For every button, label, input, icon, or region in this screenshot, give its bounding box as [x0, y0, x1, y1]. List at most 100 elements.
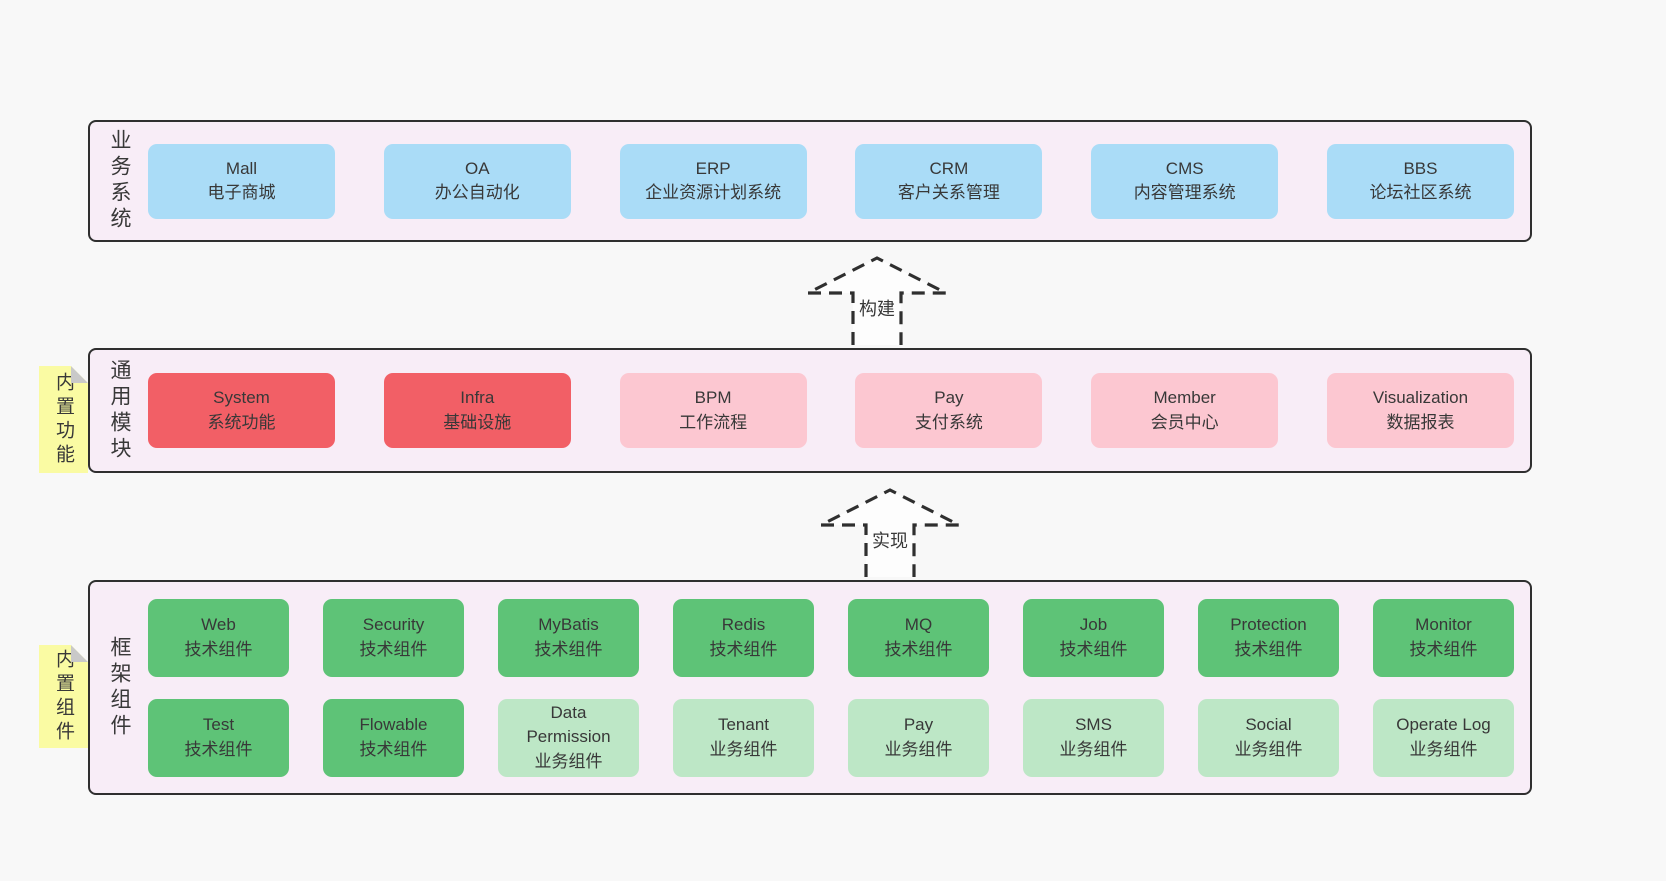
- box-title-en: Redis: [721, 615, 766, 635]
- box-title-en: Protection: [1230, 615, 1307, 635]
- box-title-zh: 电子商城: [207, 183, 276, 202]
- box-mq: MQ 技术组件: [848, 598, 989, 677]
- box-title-zh: 技术组件: [709, 639, 778, 659]
- box-mybatis: MyBatis 技术组件: [498, 598, 639, 677]
- box-web: Web 技术组件: [148, 598, 289, 677]
- box-bpm: BPM 工作流程: [619, 373, 807, 448]
- box-title-zh: 企业资源计划系统: [645, 183, 782, 202]
- box-title-zh: 业务组件: [534, 751, 603, 771]
- box-sms: SMS 业务组件: [1023, 698, 1164, 777]
- box-title-en: Infra: [460, 388, 495, 408]
- box-member: Member 会员中心: [1091, 373, 1279, 448]
- box-pay: Pay 支付系统: [855, 373, 1043, 448]
- box-title-en: MQ: [904, 615, 933, 635]
- panel-title: 业务系统: [108, 129, 131, 233]
- implement-arrow: 实现: [815, 487, 965, 577]
- builtin-functions-tag: 内置功能: [39, 366, 88, 473]
- box-oa: OA 办公自动化: [383, 143, 571, 219]
- box-title-en: Mall: [225, 158, 258, 178]
- tag-label: 内置组件: [53, 648, 74, 745]
- box-title-zh: 办公自动化: [434, 183, 520, 202]
- box-title-en: Security: [362, 615, 425, 635]
- box-title-zh: 技术组件: [359, 739, 428, 759]
- box-title-en: Data Permission: [526, 703, 611, 747]
- box-title-en: Member: [1153, 388, 1216, 408]
- box-title-zh: 业务组件: [1409, 739, 1478, 759]
- box-title-en: Test: [202, 715, 235, 735]
- box-data-permission: Data Permission 业务组件: [498, 698, 639, 777]
- box-title-zh: 技术组件: [1409, 639, 1478, 659]
- box-visualization: Visualization 数据报表: [1326, 373, 1514, 448]
- framework-row-1: Web 技术组件 Security 技术组件 MyBatis 技术组件 Redi…: [148, 598, 1514, 677]
- box-title-en: SMS: [1075, 715, 1112, 735]
- framework-row-2: Test 技术组件 Flowable 技术组件 Data Permission …: [148, 698, 1514, 777]
- box-social: Social 业务组件: [1198, 698, 1339, 777]
- box-title-en: System: [213, 388, 270, 408]
- tag-label: 内置功能: [53, 371, 74, 468]
- arrow-label: 构建: [856, 295, 898, 321]
- box-title-zh: 技术组件: [359, 639, 428, 659]
- box-title-zh: 技术组件: [1234, 639, 1303, 659]
- box-title-zh: 业务组件: [884, 739, 953, 759]
- box-operate-log: Operate Log 业务组件: [1373, 698, 1514, 777]
- box-mall: Mall 电子商城: [148, 143, 335, 219]
- box-title-en: Operate Log: [1396, 715, 1491, 735]
- box-title-en: BPM: [694, 388, 732, 408]
- box-title-en: Job: [1079, 615, 1108, 635]
- box-title-zh: 业务组件: [709, 739, 778, 759]
- box-title-en: OA: [465, 158, 490, 178]
- box-title-zh: 论坛社区系统: [1369, 183, 1472, 202]
- box-erp: ERP 企业资源计划系统: [619, 143, 807, 219]
- box-title-en: Web: [201, 615, 236, 635]
- box-title-zh: 技术组件: [184, 639, 253, 659]
- build-arrow: 构建: [802, 255, 952, 345]
- box-title-zh: 基础设施: [443, 412, 512, 432]
- box-title-en: CRM: [929, 158, 969, 178]
- box-protection: Protection 技术组件: [1198, 598, 1339, 677]
- box-title-zh: 客户关系管理: [897, 183, 1000, 202]
- box-title-en: Pay: [903, 715, 934, 735]
- box-title-zh: 数据报表: [1386, 412, 1455, 432]
- panel-title: 通用模块: [108, 358, 131, 463]
- box-title-en: Tenant: [717, 715, 770, 735]
- panel-business-systems: 业务系统 Mall 电子商城 OA 办公自动化 ERP 企业资源计划系统 CRM: [88, 120, 1532, 242]
- panel-title: 框架组件: [108, 635, 131, 740]
- box-redis: Redis 技术组件: [673, 598, 814, 677]
- panel-framework-components: 框架组件 Web 技术组件 Security 技术组件 MyBatis 技术组件…: [88, 580, 1532, 795]
- box-system: System 系统功能: [148, 373, 335, 448]
- folded-corner-icon: [71, 366, 88, 383]
- box-title-zh: 系统功能: [207, 412, 276, 432]
- box-bbs: BBS 论坛社区系统: [1326, 143, 1514, 219]
- box-tenant: Tenant 业务组件: [673, 698, 814, 777]
- business-row: Mall 电子商城 OA 办公自动化 ERP 企业资源计划系统 CRM 客户关系…: [148, 122, 1514, 240]
- box-title-zh: 技术组件: [534, 639, 603, 659]
- box-title-zh: 工作流程: [679, 412, 748, 432]
- arrow-label: 实现: [869, 527, 911, 553]
- modules-row: System 系统功能 Infra 基础设施 BPM 工作流程 Pay 支付系统…: [148, 350, 1514, 471]
- box-cms: CMS 内容管理系统: [1091, 143, 1279, 219]
- box-title-zh: 支付系统: [914, 412, 983, 432]
- box-security: Security 技术组件: [323, 598, 464, 677]
- box-title-en: Flowable: [359, 715, 428, 735]
- box-title-en: ERP: [695, 158, 731, 178]
- box-title-en: Pay: [934, 388, 964, 408]
- box-title-zh: 技术组件: [1059, 639, 1128, 659]
- builtin-components-tag: 内置组件: [39, 645, 88, 748]
- folded-corner-icon: [71, 645, 88, 662]
- box-title-en: Social: [1245, 715, 1292, 735]
- box-job: Job 技术组件: [1023, 598, 1164, 677]
- box-crm: CRM 客户关系管理: [855, 143, 1043, 219]
- box-title-en: BBS: [1403, 158, 1438, 178]
- box-title-zh: 业务组件: [1234, 739, 1303, 759]
- box-title-en: MyBatis: [538, 615, 599, 635]
- box-title-zh: 业务组件: [1059, 739, 1128, 759]
- box-title-zh: 技术组件: [884, 639, 953, 659]
- box-title-zh: 技术组件: [184, 739, 253, 759]
- box-test: Test 技术组件: [148, 698, 289, 777]
- box-title-zh: 内容管理系统: [1133, 183, 1236, 202]
- box-title-zh: 会员中心: [1150, 412, 1219, 432]
- box-infra: Infra 基础设施: [383, 373, 571, 448]
- panel-common-modules: 通用模块 System 系统功能 Infra 基础设施 BPM 工作流程 Pay: [88, 348, 1532, 473]
- box-title-en: Visualization: [1372, 388, 1469, 408]
